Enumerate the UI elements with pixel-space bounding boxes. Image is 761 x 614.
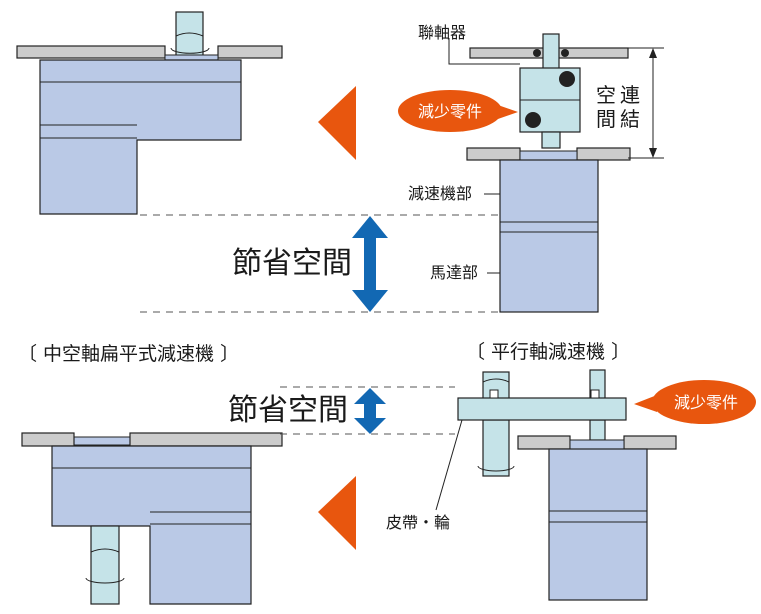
output-shaft-bottom (90, 525, 120, 605)
connect-label-2: 結 (620, 107, 640, 131)
reducer-motor-body (499, 159, 599, 313)
reduce-parts-label-bottom: 減少零件 (674, 393, 738, 412)
connect-label-1: 連 (620, 83, 640, 107)
parallel-reducer-body (548, 448, 648, 601)
parallel-reducer-bottom: 皮帶・輪 (386, 369, 677, 601)
space-label-1: 空 (596, 83, 616, 107)
rotation-icon-bottom (85, 577, 125, 584)
reducer-label: 減速機部 (408, 184, 472, 203)
mounting-plate-left (16, 45, 166, 59)
standard-reducer-top: 聯軸器 空 間 連 結 減速機部 馬達部 (408, 23, 664, 313)
hollow-reducer-bottom (21, 432, 283, 605)
mounting-plate-right (217, 45, 283, 59)
reduce-parts-callout-bottom: 減少零件 (634, 380, 756, 424)
rotation-icon (170, 47, 210, 54)
coupling-label: 聯軸器 (418, 23, 466, 42)
space-label-2: 間 (596, 107, 616, 131)
reduce-parts-callout-top: 減少零件 (398, 90, 518, 132)
belt-pulley (457, 397, 627, 421)
save-space-label-bottom: 節省空間 (228, 393, 348, 428)
hollow-reducer-top (16, 11, 283, 215)
reducer-body (39, 59, 242, 215)
reducer-body-bottom (51, 445, 252, 605)
parallel-type-title: 〔 平行軸減速機 〕 (466, 341, 630, 363)
hollow-type-title: 〔 中空軸扁平式減速機 〕 (18, 343, 239, 365)
save-space-label-top: 節省空間 (232, 246, 352, 281)
blue-double-arrow-bottom (354, 388, 386, 434)
reduce-parts-label-top: 減少零件 (418, 102, 482, 121)
arrow-left-orange-top (318, 86, 356, 160)
motor-label: 馬達部 (430, 263, 478, 282)
blue-double-arrow-top (352, 216, 388, 312)
belt-pulley-label: 皮帶・輪 (386, 513, 450, 532)
arrow-left-orange-bottom (318, 476, 356, 550)
